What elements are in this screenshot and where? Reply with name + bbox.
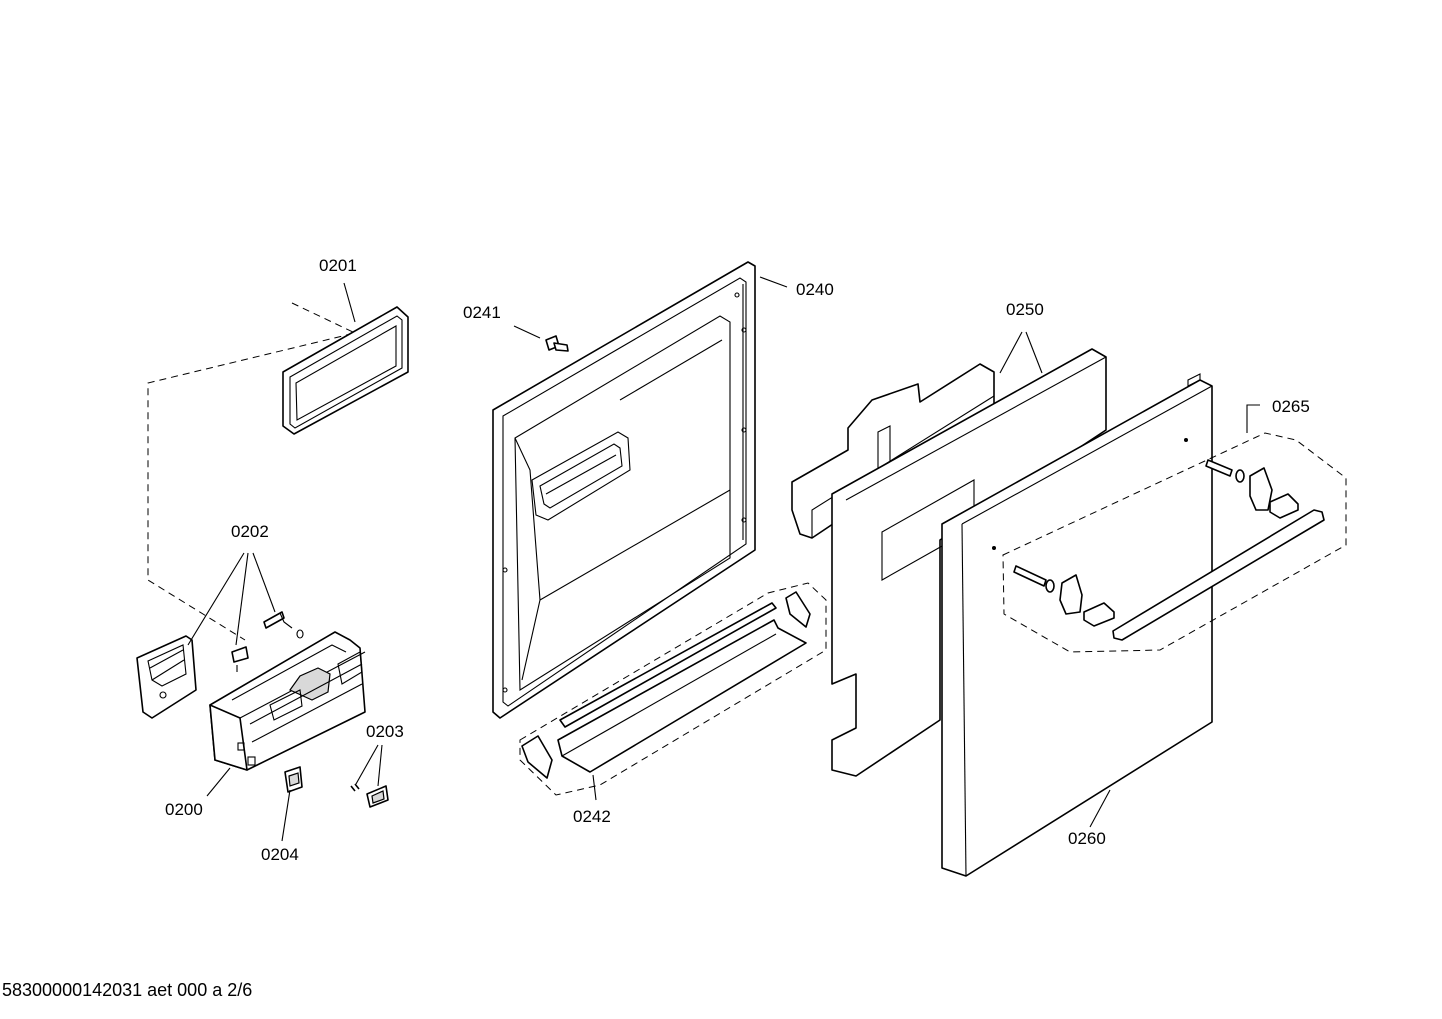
- leader-0202a: [187, 552, 245, 646]
- leader-0250a: [999, 331, 1023, 374]
- document-footer-code: 58300000142031 aet 000 a 2/6: [2, 980, 252, 1000]
- inner-door-group: [492, 261, 827, 801]
- label-0250: 0250: [1006, 300, 1044, 319]
- part-0203-pins: [350, 783, 389, 808]
- label-0203: 0203: [366, 722, 404, 741]
- leader-0203a: [355, 744, 379, 785]
- part-0204-block: [284, 766, 303, 793]
- part-0242-rails: [521, 591, 811, 779]
- label-0241: 0241: [463, 303, 501, 322]
- label-0204: 0204: [261, 845, 299, 864]
- leader-0204: [281, 789, 291, 842]
- outer-panel-group: [791, 331, 1347, 877]
- part-0202-side-panel: [136, 635, 197, 719]
- part-0200-control-box: [209, 631, 366, 771]
- control-panel-group: [136, 282, 409, 842]
- label-0200: 0200: [165, 800, 203, 819]
- leader-0201: [343, 282, 356, 323]
- leader-0240: [759, 276, 788, 288]
- label-0242: 0242: [573, 807, 611, 826]
- leader-0242: [592, 774, 597, 801]
- leader-0260: [1089, 789, 1111, 828]
- group-outline-handle: [1002, 432, 1347, 653]
- part-0241-screw: [545, 335, 569, 352]
- part-0201-frame: [282, 306, 409, 435]
- label-0265: 0265: [1272, 397, 1310, 416]
- part-0260-front-panel: [941, 373, 1213, 877]
- leader-0202c: [252, 552, 276, 613]
- leader-0200: [206, 767, 231, 797]
- leader-0265: [1246, 404, 1260, 433]
- label-0202: 0202: [231, 522, 269, 541]
- part-0240-inner-door: [492, 261, 756, 719]
- part-0265-handle: [1013, 459, 1325, 641]
- leader-0203b: [377, 744, 383, 787]
- leader-0250b: [1025, 331, 1043, 374]
- part-0202-clip: [231, 611, 304, 672]
- label-0201: 0201: [319, 256, 357, 275]
- group-outline-control-panel: [147, 302, 357, 641]
- label-0260: 0260: [1068, 829, 1106, 848]
- leader-0241: [513, 325, 541, 339]
- label-0240: 0240: [796, 280, 834, 299]
- leader-0202b: [235, 552, 249, 646]
- group-outline-plinth: [519, 582, 827, 796]
